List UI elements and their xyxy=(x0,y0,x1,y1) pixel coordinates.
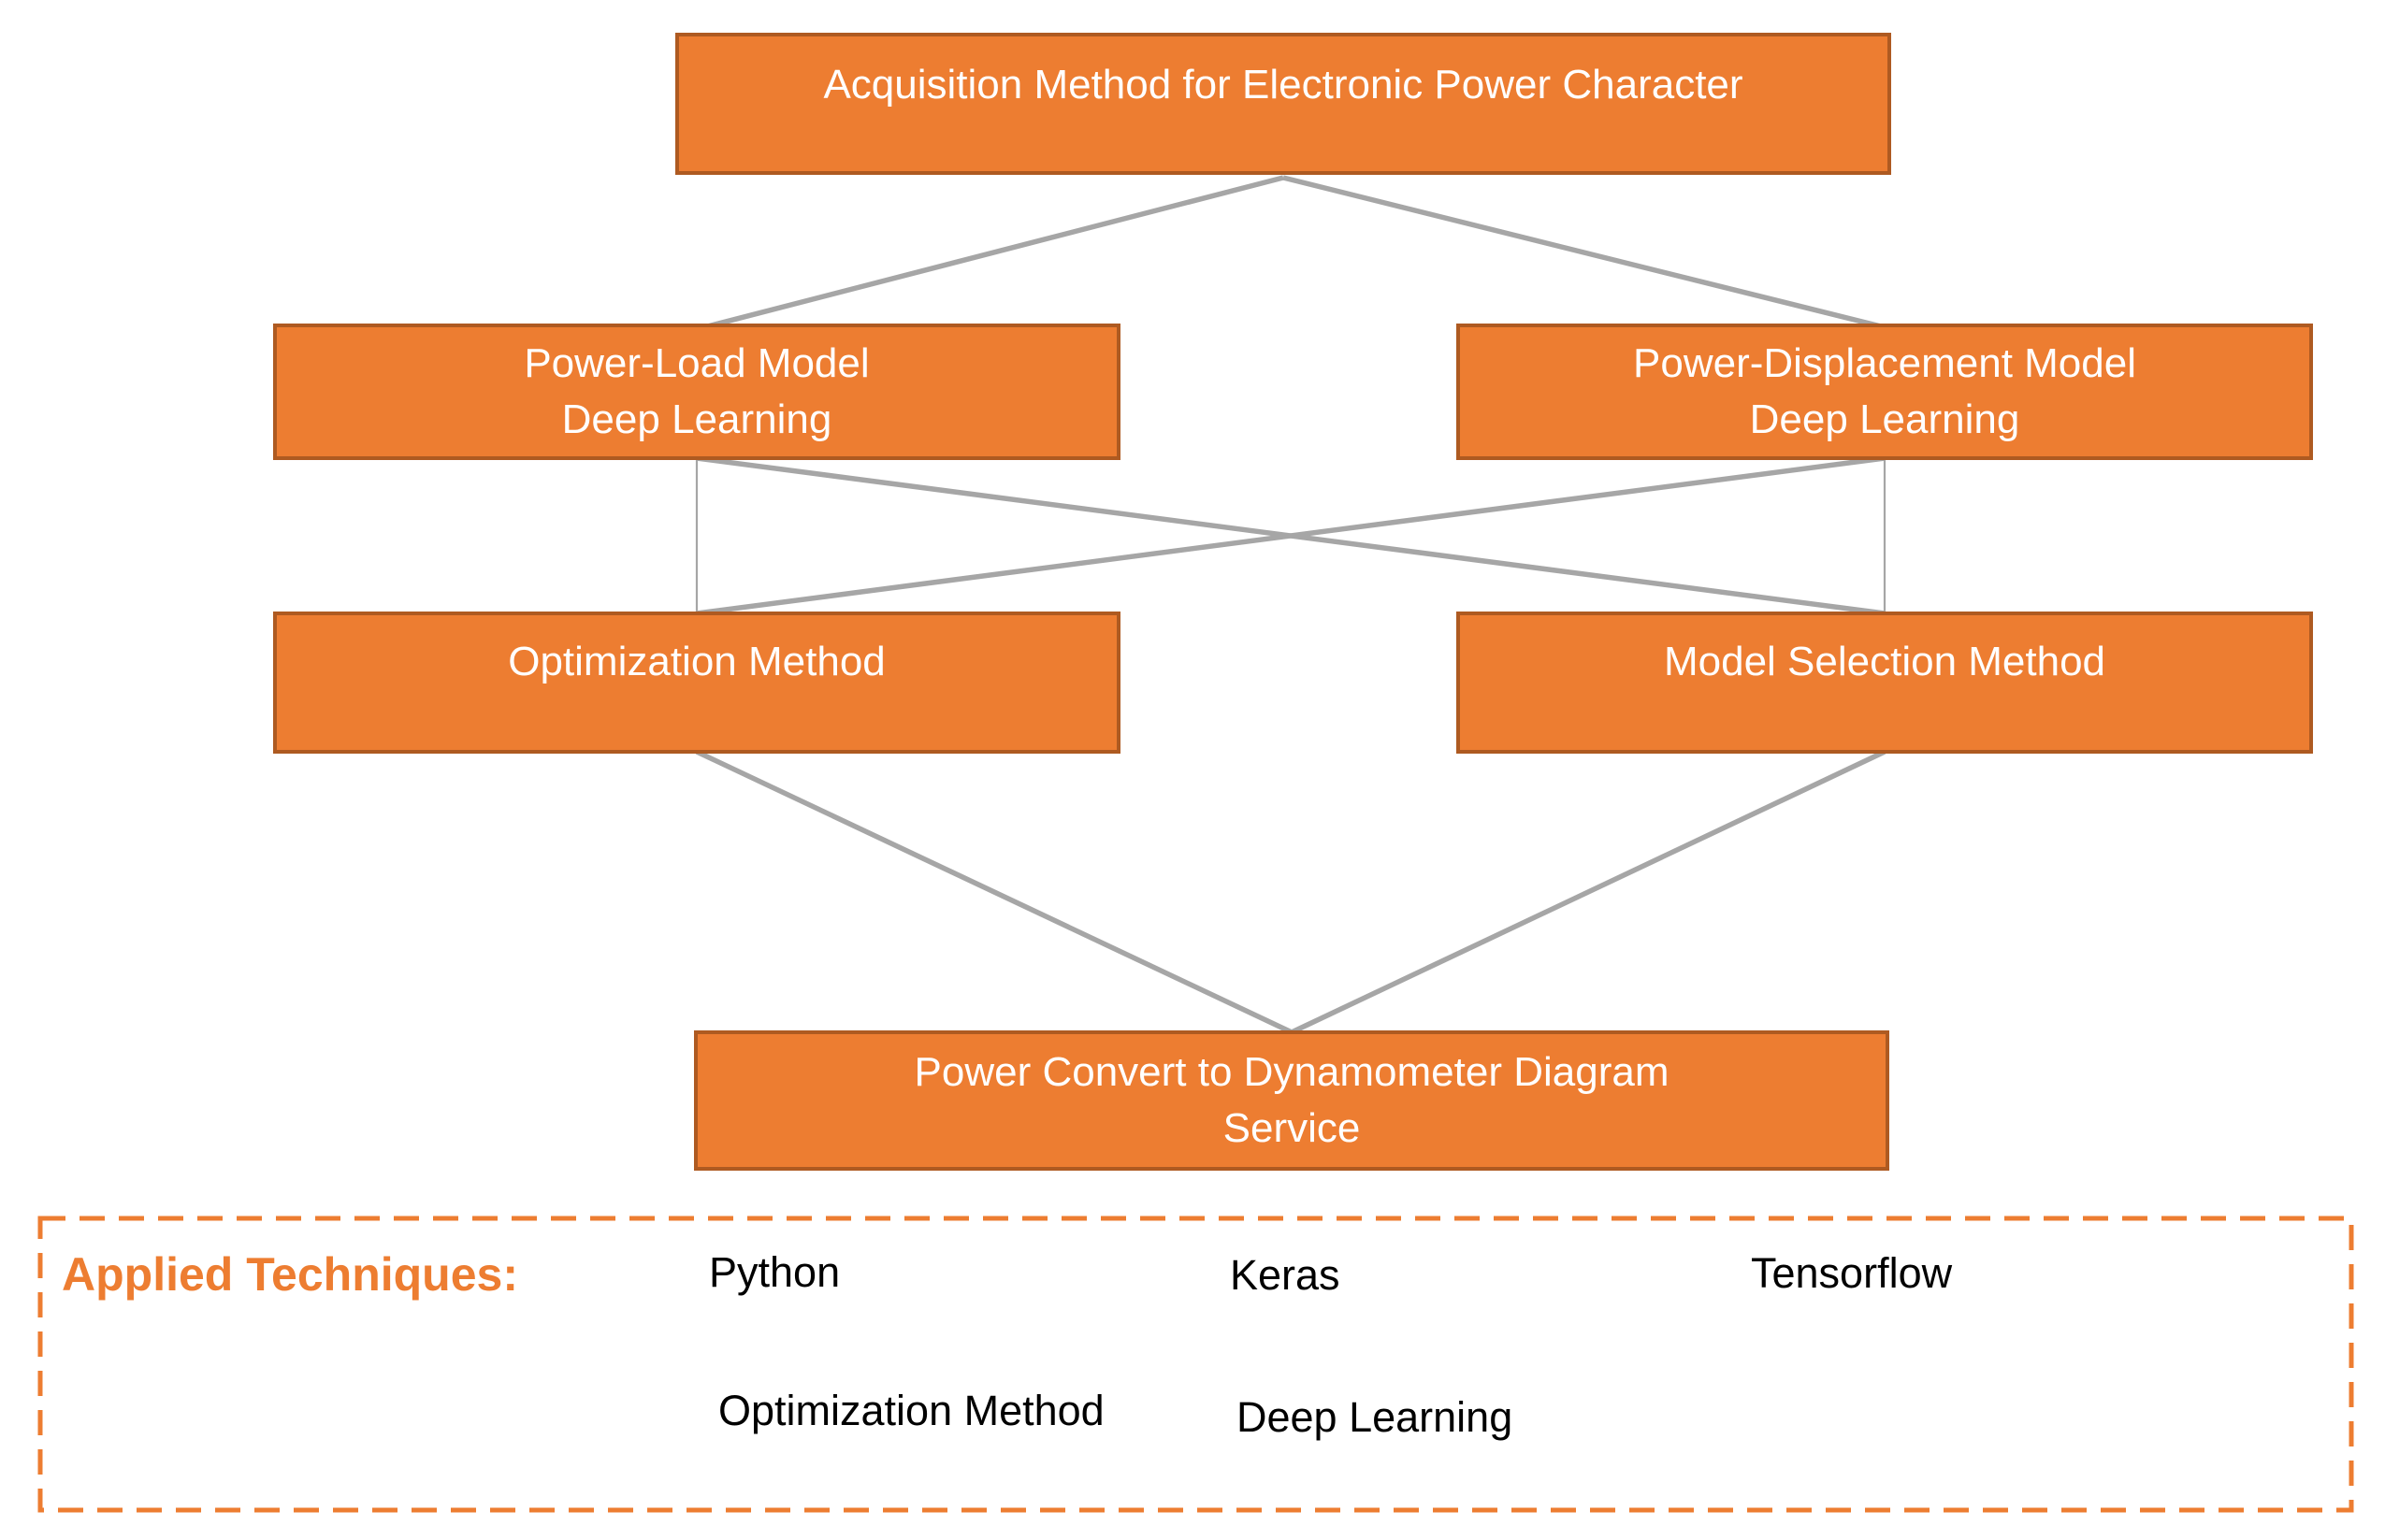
node-power-displacement-model: Power-Displacement Model Deep Learning xyxy=(1456,324,2313,460)
node-power-convert-service: Power Convert to Dynamometer Diagram Ser… xyxy=(694,1030,1889,1171)
node-model-selection-method: Model Selection Method xyxy=(1456,612,2313,754)
node-power-displacement-model-line1: Power-Displacement Model xyxy=(1633,340,2136,386)
edge-optimization-to-service xyxy=(695,749,1294,1035)
edge-acquisition-to-power-load xyxy=(696,175,1284,332)
node-power-convert-service-line2: Service xyxy=(1222,1105,1361,1151)
edge-acquisition-to-power-displacement xyxy=(1282,175,1886,330)
node-power-load-model-line2: Deep Learning xyxy=(561,396,832,442)
technique-deep-learning: Deep Learning xyxy=(1236,1393,1513,1441)
node-optimization-method: Optimization Method xyxy=(273,612,1120,754)
technique-keras: Keras xyxy=(1230,1251,1340,1299)
applied-techniques-heading: Applied Techniques: xyxy=(62,1248,518,1301)
node-power-displacement-model-line2: Deep Learning xyxy=(1749,396,2020,442)
node-power-load-model: Power-Load Model Deep Learning xyxy=(273,324,1120,460)
technique-tensorflow: Tensorflow xyxy=(1751,1249,1953,1297)
edge-power-displacement-to-optimization xyxy=(696,455,1886,616)
node-acquisition-method-label: Acquisition Method for Electronic Power … xyxy=(823,62,1743,108)
node-power-convert-service-line1: Power Convert to Dynamometer Diagram xyxy=(914,1049,1670,1095)
applied-techniques-frame xyxy=(37,1216,2354,1513)
technique-optimization-method: Optimization Method xyxy=(718,1387,1105,1434)
node-model-selection-method-label: Model Selection Method xyxy=(1663,639,2106,684)
edge-model-selection-to-service xyxy=(1290,749,1886,1035)
node-power-load-model-line1: Power-Load Model xyxy=(524,340,870,386)
technique-python: Python xyxy=(709,1248,841,1296)
node-optimization-method-label: Optimization Method xyxy=(508,639,886,684)
node-acquisition-method: Acquisition Method for Electronic Power … xyxy=(675,33,1891,175)
